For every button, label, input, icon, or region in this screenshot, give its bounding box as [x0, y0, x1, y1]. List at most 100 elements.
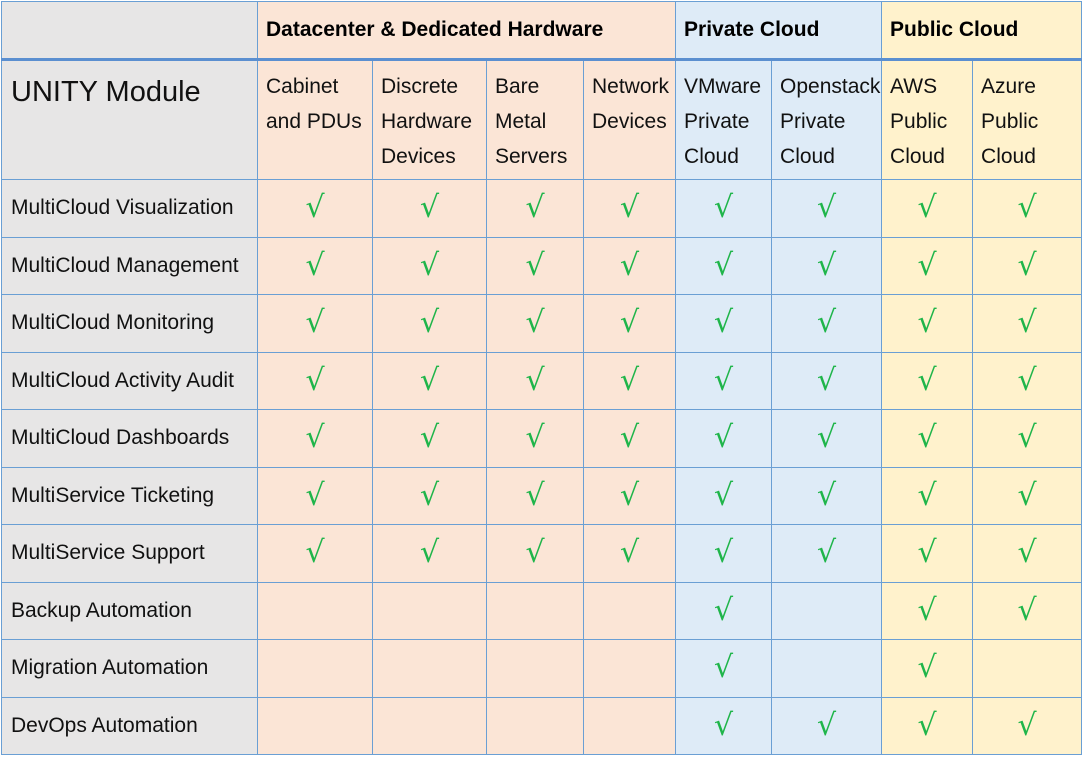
checkmark-icon: √: [917, 477, 937, 513]
module-name: Migration Automation: [1, 639, 258, 698]
checkmark-icon: √: [525, 362, 545, 398]
column-header-line: Cloud: [684, 145, 739, 168]
column-header-line: Devices: [592, 110, 667, 133]
support-cell: √: [675, 696, 773, 755]
checkmark-icon: √: [525, 247, 545, 283]
checkmark-icon: √: [305, 362, 325, 398]
column-header-line: Devices: [381, 145, 456, 168]
checkmark-icon: √: [419, 190, 440, 226]
checkmark-icon: √: [917, 592, 937, 628]
checkmark-icon: √: [713, 535, 734, 571]
support-cell: √: [771, 466, 883, 525]
table-row: DevOps Automation√√√√: [1, 696, 1083, 755]
support-cell: √: [771, 179, 883, 238]
column-header-line: Private: [684, 110, 750, 133]
checkmark-icon: √: [917, 190, 937, 226]
support-cell: [582, 581, 677, 640]
checkmark-icon: √: [816, 247, 837, 283]
checkmark-icon: √: [917, 650, 937, 686]
support-cell: [486, 639, 584, 698]
support-cell: [257, 581, 373, 640]
checkmark-icon: √: [816, 535, 837, 571]
support-cell: √: [257, 409, 373, 468]
support-cell: √: [881, 294, 974, 353]
checkmark-icon: √: [713, 477, 734, 513]
support-cell: √: [972, 524, 1083, 583]
module-name: MultiCloud Activity Audit: [1, 351, 258, 410]
checkmark-icon: √: [419, 420, 440, 456]
table-row: MultiService Ticketing√√√√√√√√: [1, 466, 1083, 525]
support-cell: √: [257, 236, 373, 295]
checkmark-icon: √: [816, 362, 837, 398]
support-cell: √: [972, 409, 1083, 468]
checkmark-icon: √: [917, 535, 937, 571]
module-name: MultiCloud Management: [1, 236, 258, 295]
column-header-line: Azure: [981, 75, 1036, 98]
support-cell: √: [582, 466, 677, 525]
support-cell: [486, 581, 584, 640]
support-cell: √: [771, 294, 883, 353]
checkmark-icon: √: [305, 535, 325, 571]
support-cell: √: [972, 351, 1083, 410]
support-cell: [372, 696, 487, 755]
checkmark-icon: √: [1017, 535, 1037, 571]
table-row: MultiCloud Management√√√√√√√√: [1, 236, 1083, 295]
support-cell: √: [972, 179, 1083, 238]
support-cell: [257, 639, 373, 698]
table-row: MultiCloud Dashboards√√√√√√√√: [1, 409, 1083, 468]
checkmark-icon: √: [713, 420, 734, 456]
checkmark-icon: √: [1017, 247, 1037, 283]
support-cell: √: [486, 294, 584, 353]
support-cell: √: [486, 466, 584, 525]
support-cell: √: [881, 351, 974, 410]
checkmark-icon: √: [525, 190, 545, 226]
support-cell: √: [771, 409, 883, 468]
support-cell: √: [675, 179, 773, 238]
column-header-line: Public: [890, 110, 948, 133]
support-cell: √: [972, 696, 1083, 755]
table-row: MultiCloud Activity Audit√√√√√√√√: [1, 351, 1083, 410]
checkmark-icon: √: [713, 247, 734, 283]
support-cell: √: [257, 466, 373, 525]
support-cell: √: [771, 696, 883, 755]
checkmark-icon: √: [917, 362, 937, 398]
support-cell: [972, 639, 1083, 698]
group-header: Public Cloud: [881, 1, 1083, 61]
checkmark-icon: √: [816, 190, 837, 226]
support-cell: √: [582, 351, 677, 410]
support-cell: [372, 581, 487, 640]
support-cell: √: [771, 236, 883, 295]
checkmark-icon: √: [419, 247, 440, 283]
support-cell: [486, 696, 584, 755]
support-cell: [582, 696, 677, 755]
support-cell: √: [582, 294, 677, 353]
column-header-line: Cloud: [890, 145, 945, 168]
support-cell: √: [972, 466, 1083, 525]
checkmark-icon: √: [619, 190, 640, 226]
support-cell: √: [881, 696, 974, 755]
column-header-line: AWS: [890, 75, 938, 98]
checkmark-icon: √: [713, 190, 734, 226]
checkmark-icon: √: [917, 305, 937, 341]
module-name: Backup Automation: [1, 581, 258, 640]
support-cell: √: [582, 236, 677, 295]
support-cell: √: [486, 236, 584, 295]
column-header-line: Metal: [495, 110, 547, 133]
checkmark-icon: √: [525, 420, 545, 456]
support-cell: √: [675, 409, 773, 468]
support-cell: √: [372, 351, 487, 410]
support-cell: √: [771, 351, 883, 410]
checkmark-icon: √: [619, 305, 640, 341]
column-header-line: Cloud: [780, 145, 835, 168]
column-header-line: Bare: [495, 75, 540, 98]
column-header-line: Cloud: [981, 145, 1036, 168]
support-cell: √: [372, 179, 487, 238]
checkmark-icon: √: [1017, 362, 1037, 398]
checkmark-icon: √: [1017, 190, 1037, 226]
support-cell: [771, 581, 883, 640]
table-row: MultiCloud Monitoring√√√√√√√√: [1, 294, 1083, 353]
checkmark-icon: √: [816, 707, 837, 743]
